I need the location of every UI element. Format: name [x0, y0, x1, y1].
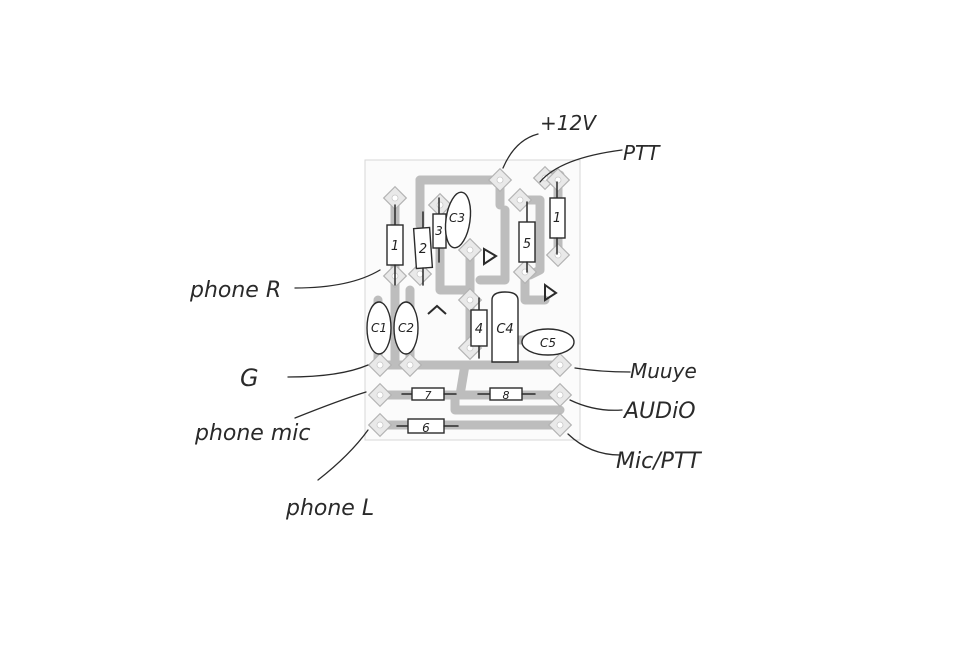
- pcb-pads: [367, 165, 573, 438]
- label-plus12v: +12V: [540, 111, 597, 135]
- pad: [507, 187, 533, 213]
- pad: [382, 185, 408, 211]
- capacitor-c1-label: C1: [371, 321, 387, 335]
- label-phone-l: phone L: [285, 496, 374, 521]
- label-leader-lines: [287, 133, 631, 481]
- capacitor-c4-label: C4: [496, 322, 513, 337]
- resistor-r7: 7: [401, 387, 457, 402]
- pad: [367, 352, 393, 378]
- resistor-r3-label: 3: [435, 224, 443, 238]
- resistor-r7-label: 7: [425, 389, 432, 402]
- pad: [367, 412, 393, 438]
- diode-symbol: [544, 283, 558, 302]
- capacitor-c3-label: C3: [449, 211, 465, 225]
- pad: [427, 192, 453, 218]
- label-ptt: PTT: [623, 141, 661, 165]
- label-phone-r: phone R: [189, 278, 281, 303]
- pad: [547, 412, 573, 438]
- capacitor-c2: C2: [393, 301, 419, 355]
- resistor-r6: 6: [396, 418, 459, 435]
- capacitor-c5: C5: [521, 328, 575, 356]
- pad: [457, 237, 483, 263]
- capacitor-c1: C1: [366, 301, 392, 355]
- resistor-r1-right-label: 1: [553, 211, 561, 226]
- resistor-r4: 4: [470, 297, 488, 359]
- label-audio: AUDiO: [622, 399, 696, 424]
- pin-labels: +12V PTT phone R G phone mic phone L Muu…: [189, 111, 702, 521]
- resistor-r1-label: 1: [391, 239, 399, 254]
- pad: [397, 352, 423, 378]
- resistor-r3: 3: [432, 197, 447, 263]
- resistor-r5-label: 5: [523, 237, 531, 252]
- capacitor-c5-label: C5: [540, 336, 556, 350]
- pad: [547, 352, 573, 378]
- resistor-r1-right: 1: [549, 181, 566, 255]
- resistor-r5: 5: [518, 201, 536, 273]
- resistor-r2-label: 2: [419, 242, 427, 257]
- resistor-r2: 2: [412, 211, 434, 286]
- pad: [547, 382, 573, 408]
- diode-symbol: [483, 247, 498, 266]
- capacitor-c2-label: C2: [398, 321, 414, 335]
- capacitor-c4: C4: [491, 291, 519, 363]
- resistor-r6-label: 6: [422, 421, 430, 435]
- pad: [545, 167, 571, 193]
- resistor-r8-label: 8: [503, 389, 510, 402]
- resistor-r4-label: 4: [475, 322, 483, 337]
- capacitor-c3: C3: [444, 191, 472, 249]
- label-muuye: Muuye: [630, 359, 697, 383]
- pad: [367, 382, 393, 408]
- label-mic-ptt: Mic/PTT: [616, 449, 702, 474]
- diode-symbol: [427, 304, 447, 315]
- components: 1 2 3 C3 5: [366, 181, 575, 435]
- pad: [457, 287, 483, 313]
- label-g: G: [240, 364, 259, 392]
- label-phone-mic: phone mic: [194, 421, 310, 446]
- resistor-r8: 8: [477, 387, 536, 402]
- pad: [487, 167, 513, 193]
- resistor-r1: 1: [386, 204, 404, 286]
